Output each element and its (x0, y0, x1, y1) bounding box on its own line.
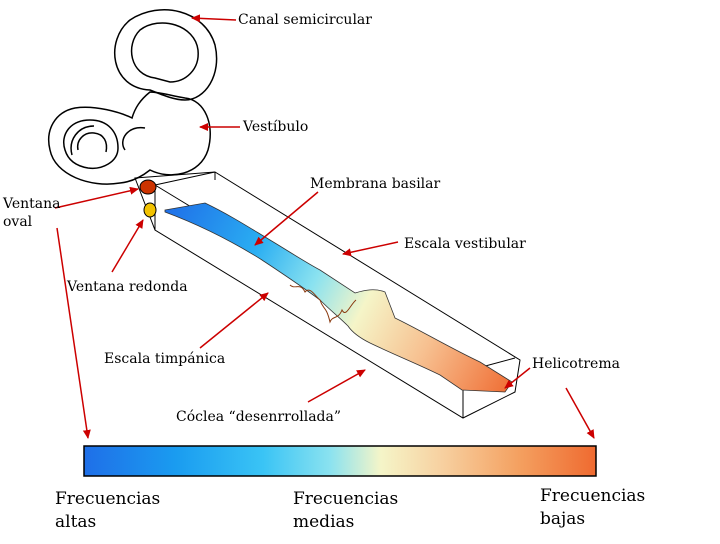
label-ventana-oval-line1: Ventana (3, 196, 61, 212)
frequency-bar (83, 445, 597, 477)
arrow-canal (191, 14, 237, 23)
arrow-membrana (254, 191, 319, 246)
label-escala-timpanica: Escala timpánica (104, 351, 226, 367)
label-frecuencias-altas-line1: Frecuencias (55, 489, 161, 509)
label-ventana-redonda: Ventana redonda (67, 279, 188, 295)
label-canal-semicircular: Canal semicircular (238, 12, 372, 28)
arrow-low-freq (565, 387, 595, 439)
semicircular-canal (48, 9, 218, 185)
arrow-coclea (307, 369, 366, 403)
round-window (143, 202, 157, 218)
label-frecuencias-bajas-line2: bajas (540, 509, 586, 529)
basilar-membrane (164, 202, 513, 393)
label-helicotrema: Helicotrema (532, 356, 620, 372)
arrows (54, 14, 595, 439)
label-coclea-desenrrollada: Cóclea “desenrrollada” (176, 409, 342, 425)
arrow-ventana-redonda (111, 219, 144, 273)
arrow-escala-timpanica (199, 292, 269, 349)
label-escala-vestibular: Escala vestibular (404, 236, 526, 252)
label-frecuencias-bajas-line1: Frecuencias (540, 486, 646, 506)
label-frecuencias-medias-line2: medias (293, 512, 355, 532)
label-membrana-basilar: Membrana basilar (310, 176, 441, 192)
oval-window (139, 179, 157, 195)
label-vestibulo: Vestíbulo (243, 119, 309, 135)
arrow-escala-vestibular (342, 241, 399, 257)
vestibule (48, 91, 211, 185)
arrow-helicotrema (504, 367, 531, 389)
arrow-high-freq (56, 227, 91, 439)
label-frecuencias-altas-line2: altas (55, 512, 97, 532)
label-frecuencias-medias-line1: Frecuencias (293, 489, 399, 509)
arrow-ventana-oval (54, 186, 139, 209)
label-ventana-oval-line2: oval (3, 214, 33, 230)
